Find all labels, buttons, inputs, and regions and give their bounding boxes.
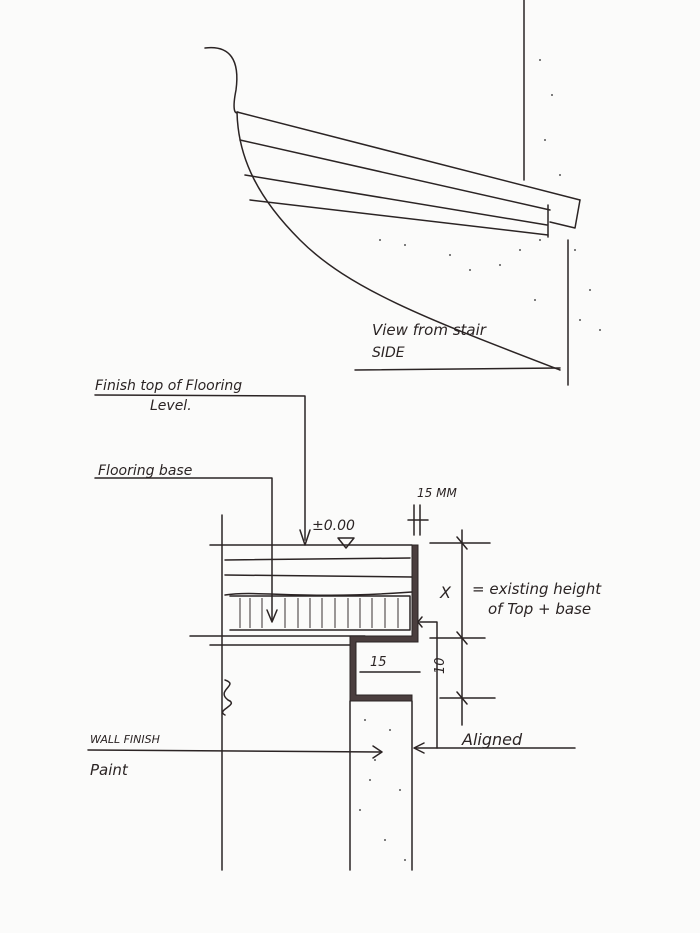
flooring-base-label: Flooring base [98, 463, 192, 479]
view-caption-line1: View from stair [372, 321, 487, 339]
x-dimension: X [439, 583, 452, 602]
level-mark: ±0.00 [312, 518, 355, 534]
aligned-label: Aligned [461, 730, 523, 749]
view-caption-line2: SIDE [372, 345, 405, 361]
finish-top-label-line1: Finish top of Flooring [95, 378, 242, 394]
finish-top-label-line2: Level. [150, 398, 192, 414]
step-dimension: 15 [370, 655, 387, 670]
vertical-dimension: 10 [433, 657, 448, 674]
gap-dimension: 15 MM [417, 486, 457, 500]
stair-side-view: View from stair SIDE [204, 0, 601, 386]
x-note-line2: of Top + base [488, 600, 591, 618]
wall-finish-label-line2: Paint [90, 761, 129, 779]
floor-edge-detail: Finish top of Flooring Level. Flooring b… [87, 378, 602, 871]
x-note-line1: = existing height [472, 580, 602, 598]
metal-angle-profile [349, 544, 419, 702]
wall-finish-label-line1: WALL FINISH [90, 733, 160, 746]
